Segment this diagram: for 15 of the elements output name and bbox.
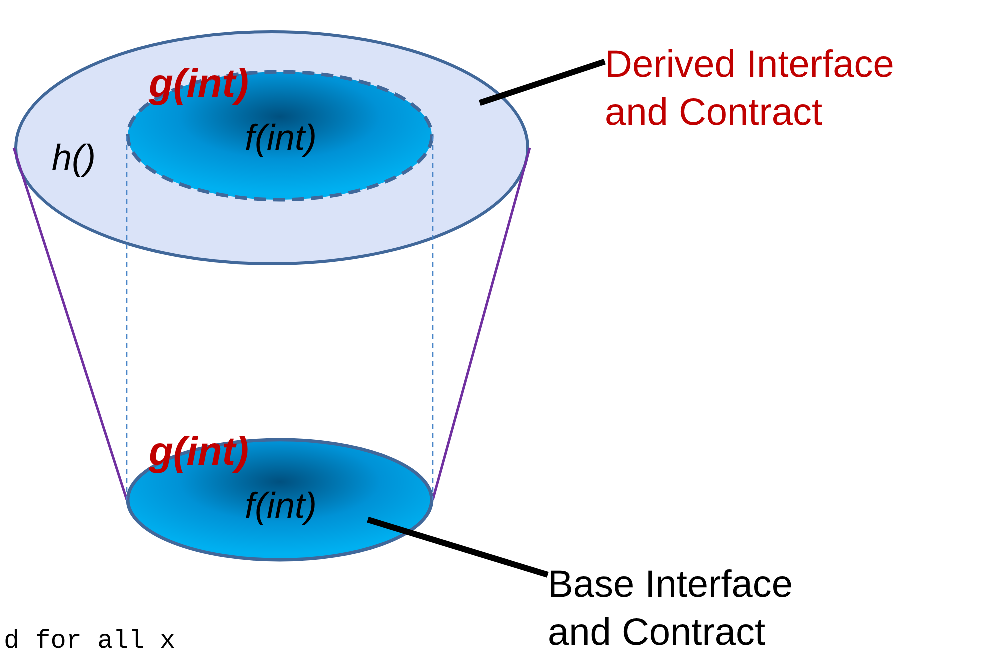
code-text: d for all x [4,628,176,654]
inner-ellipse [127,70,433,202]
projection-line [432,136,434,500]
function-label: f(int) [245,488,317,524]
callout-text: Base Interface and Contract [548,562,848,657]
leader-line [479,58,606,106]
function-label: h() [52,140,96,176]
leader-line [367,516,549,578]
outer-ellipse [14,30,530,266]
base-ellipse [127,438,433,562]
callout-text: Derived Interface and Contract [605,42,935,137]
cone-side-line [432,148,532,500]
function-label: f(int) [245,120,317,156]
cone-side-line [12,148,128,500]
projection-line [126,136,128,500]
